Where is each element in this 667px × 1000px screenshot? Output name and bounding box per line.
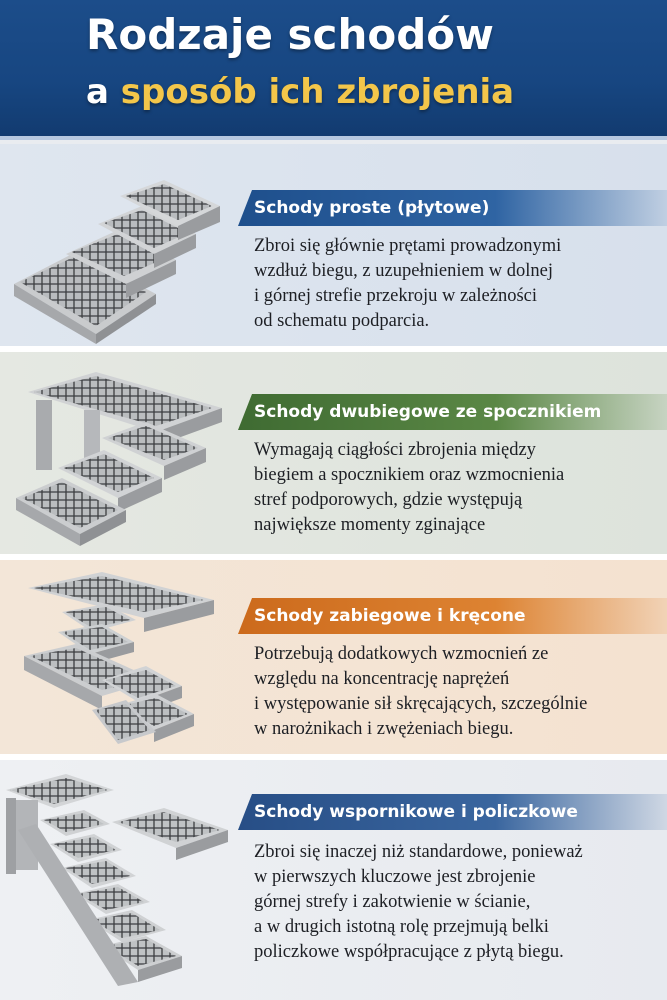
section-winder-stairs: Schody zabiegowe i kręcone Potrzebują do… [0, 560, 667, 760]
straight-stairs-illustration [14, 180, 220, 344]
description-line: Potrzebują dodatkowych wzmocnień ze [254, 644, 549, 664]
section-title-banner: Schody wspornikowe i policzkowe [238, 794, 667, 830]
section-title: Schody wspornikowe i policzkowe [254, 802, 578, 822]
page-subtitle: a sposób ich zbrojenia [86, 72, 514, 112]
description-line: wzdłuż biegu, z uzupełnieniem w dolnej [254, 261, 553, 281]
description-line: biegiem a spocznikiem oraz wzmocnienia [254, 465, 565, 485]
winder-stairs-illustration [24, 572, 214, 744]
section-cantilever-stairs: Schody wspornikowe i policzkowe Zbroi si… [0, 760, 667, 1000]
section-title: Schody zabiegowe i kręcone [254, 606, 526, 626]
two-flight-stairs-illustration [16, 372, 222, 546]
header: Rodzaje schodów a sposób ich zbrojenia [0, 0, 667, 140]
section-description: Zbroi się głównie prętami prowadzonymi w… [254, 234, 659, 334]
section-title-banner: Schody zabiegowe i kręcone [238, 598, 667, 634]
description-line: od schematu podparcia. [254, 311, 430, 331]
section-description: Potrzebują dodatkowych wzmocnień ze wzgl… [254, 642, 659, 742]
description-line: Zbroi się głównie prętami prowadzonymi [254, 236, 562, 256]
subtitle-prefix: a [86, 72, 109, 112]
description-line: w pierwszych kluczowe jest zbrojenie [254, 867, 536, 887]
description-line: Zbroi się inaczej niż standardowe, ponie… [254, 842, 583, 862]
section-title: Schody dwubiegowe ze spocznikiem [254, 402, 602, 422]
description-line: względu na koncentrację naprężeń [254, 669, 510, 689]
description-line: w narożnikach i zwężeniach biegu. [254, 719, 514, 739]
cantilever-stairs-illustration [6, 774, 228, 986]
page-title: Rodzaje schodów [86, 10, 494, 59]
section-title-banner: Schody proste (płytowe) [238, 190, 667, 226]
description-line: policzkowe współpracujące z płytą biegu. [254, 942, 564, 962]
description-line: a w drugich istotną rolę przejmują belki [254, 917, 549, 937]
description-line: największe momenty zginające [254, 515, 486, 535]
description-line: i występowanie sił skręcających, szczegó… [254, 694, 588, 714]
section-two-flight-stairs: Schody dwubiegowe ze spocznikiem Wymagaj… [0, 352, 667, 560]
description-line: i górnej strefie przekroju w zależności [254, 286, 538, 306]
section-description: Wymagają ciągłości zbrojenia między bieg… [254, 438, 659, 538]
section-title: Schody proste (płytowe) [254, 198, 490, 218]
section-title-banner: Schody dwubiegowe ze spocznikiem [238, 394, 667, 430]
section-straight-stairs: Schody proste (płytowe) Zbroi się główni… [0, 144, 667, 352]
description-line: Wymagają ciągłości zbrojenia między [254, 440, 536, 460]
description-line: górnej strefy i zakotwienie w ścianie, [254, 892, 531, 912]
subtitle-accent: sposób ich zbrojenia [120, 72, 515, 112]
description-line: stref podporowych, gdzie występują [254, 490, 523, 510]
section-description: Zbroi się inaczej niż standardowe, ponie… [254, 840, 659, 965]
